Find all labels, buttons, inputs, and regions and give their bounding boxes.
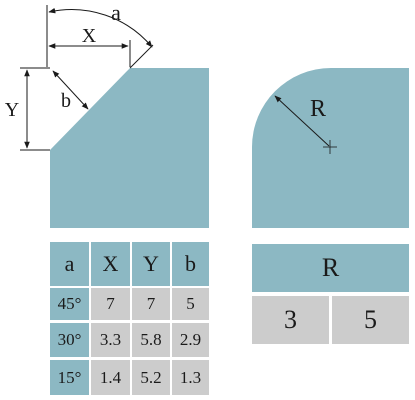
- b-dimension-line: [52, 70, 89, 110]
- table-row-angle: 30°: [50, 323, 89, 357]
- label-a: a: [111, 0, 121, 25]
- label-x: X: [82, 25, 97, 47]
- angle-dimension-arc: [48, 7, 153, 48]
- label-b: b: [61, 90, 71, 112]
- table-cell-x: 3.3: [91, 323, 130, 357]
- table-cell-y: 5.2: [132, 360, 170, 395]
- radius-plate: [252, 68, 409, 228]
- table-row-angle: 15°: [50, 360, 89, 395]
- table-cell-b: 1.3: [172, 360, 209, 395]
- radius-table-cell: 3: [252, 296, 329, 344]
- table-header-y: Y: [132, 242, 170, 286]
- table-cell-x: 1.4: [91, 360, 130, 395]
- extension-line-chamfer: [129, 44, 154, 69]
- table-header-b: b: [172, 242, 209, 286]
- table-row-angle: 45°: [50, 288, 89, 320]
- label-r: R: [310, 96, 326, 122]
- table-cell-b: 5: [172, 288, 209, 320]
- table-header-x: X: [91, 242, 130, 286]
- table-cell-y: 5.8: [132, 323, 170, 357]
- table-header-a: a: [50, 242, 89, 286]
- radius-table-header: R: [252, 244, 409, 292]
- table-cell-b: 2.9: [172, 323, 209, 357]
- label-y: Y: [5, 99, 19, 121]
- radius-table-cell: 5: [332, 296, 409, 344]
- chamfer-plate: [50, 68, 209, 228]
- table-cell-y: 7: [132, 288, 170, 320]
- r-dimension-line: [274, 95, 330, 147]
- table-cell-x: 7: [91, 288, 130, 320]
